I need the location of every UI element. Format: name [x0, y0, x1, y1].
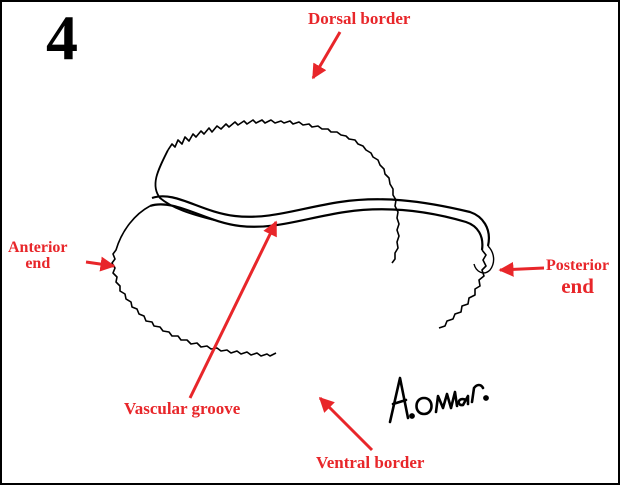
vascular-groove-arrow [190, 222, 276, 398]
posterior-end-arrow [500, 268, 544, 270]
anterior-end-label: Anterior end [8, 240, 68, 272]
posterior-end-label-line2: end [546, 276, 609, 297]
ventral-border-label: Ventral border [316, 454, 424, 471]
anterior-end-arrow [86, 262, 114, 266]
ventral-lobe-outline [112, 206, 276, 356]
ventral-border-arrow [320, 398, 372, 450]
dorsal-lobe-outline [168, 120, 399, 263]
vascular-groove-upper [152, 196, 489, 246]
signature [390, 378, 488, 422]
ventral-lobe-right-edge [439, 250, 486, 328]
vascular-groove-lower [150, 204, 482, 250]
posterior-end-label: Posterior end [546, 258, 609, 297]
anterior-end-label-line2: end [8, 256, 68, 272]
dorsal-border-arrow [313, 32, 340, 78]
posterior-end-label-line1: Posterior [546, 258, 609, 274]
dorsal-border-label: Dorsal border [308, 10, 410, 27]
anterior-end-label-line1: Anterior [8, 240, 68, 256]
vascular-groove-label: Vascular groove [124, 400, 240, 417]
